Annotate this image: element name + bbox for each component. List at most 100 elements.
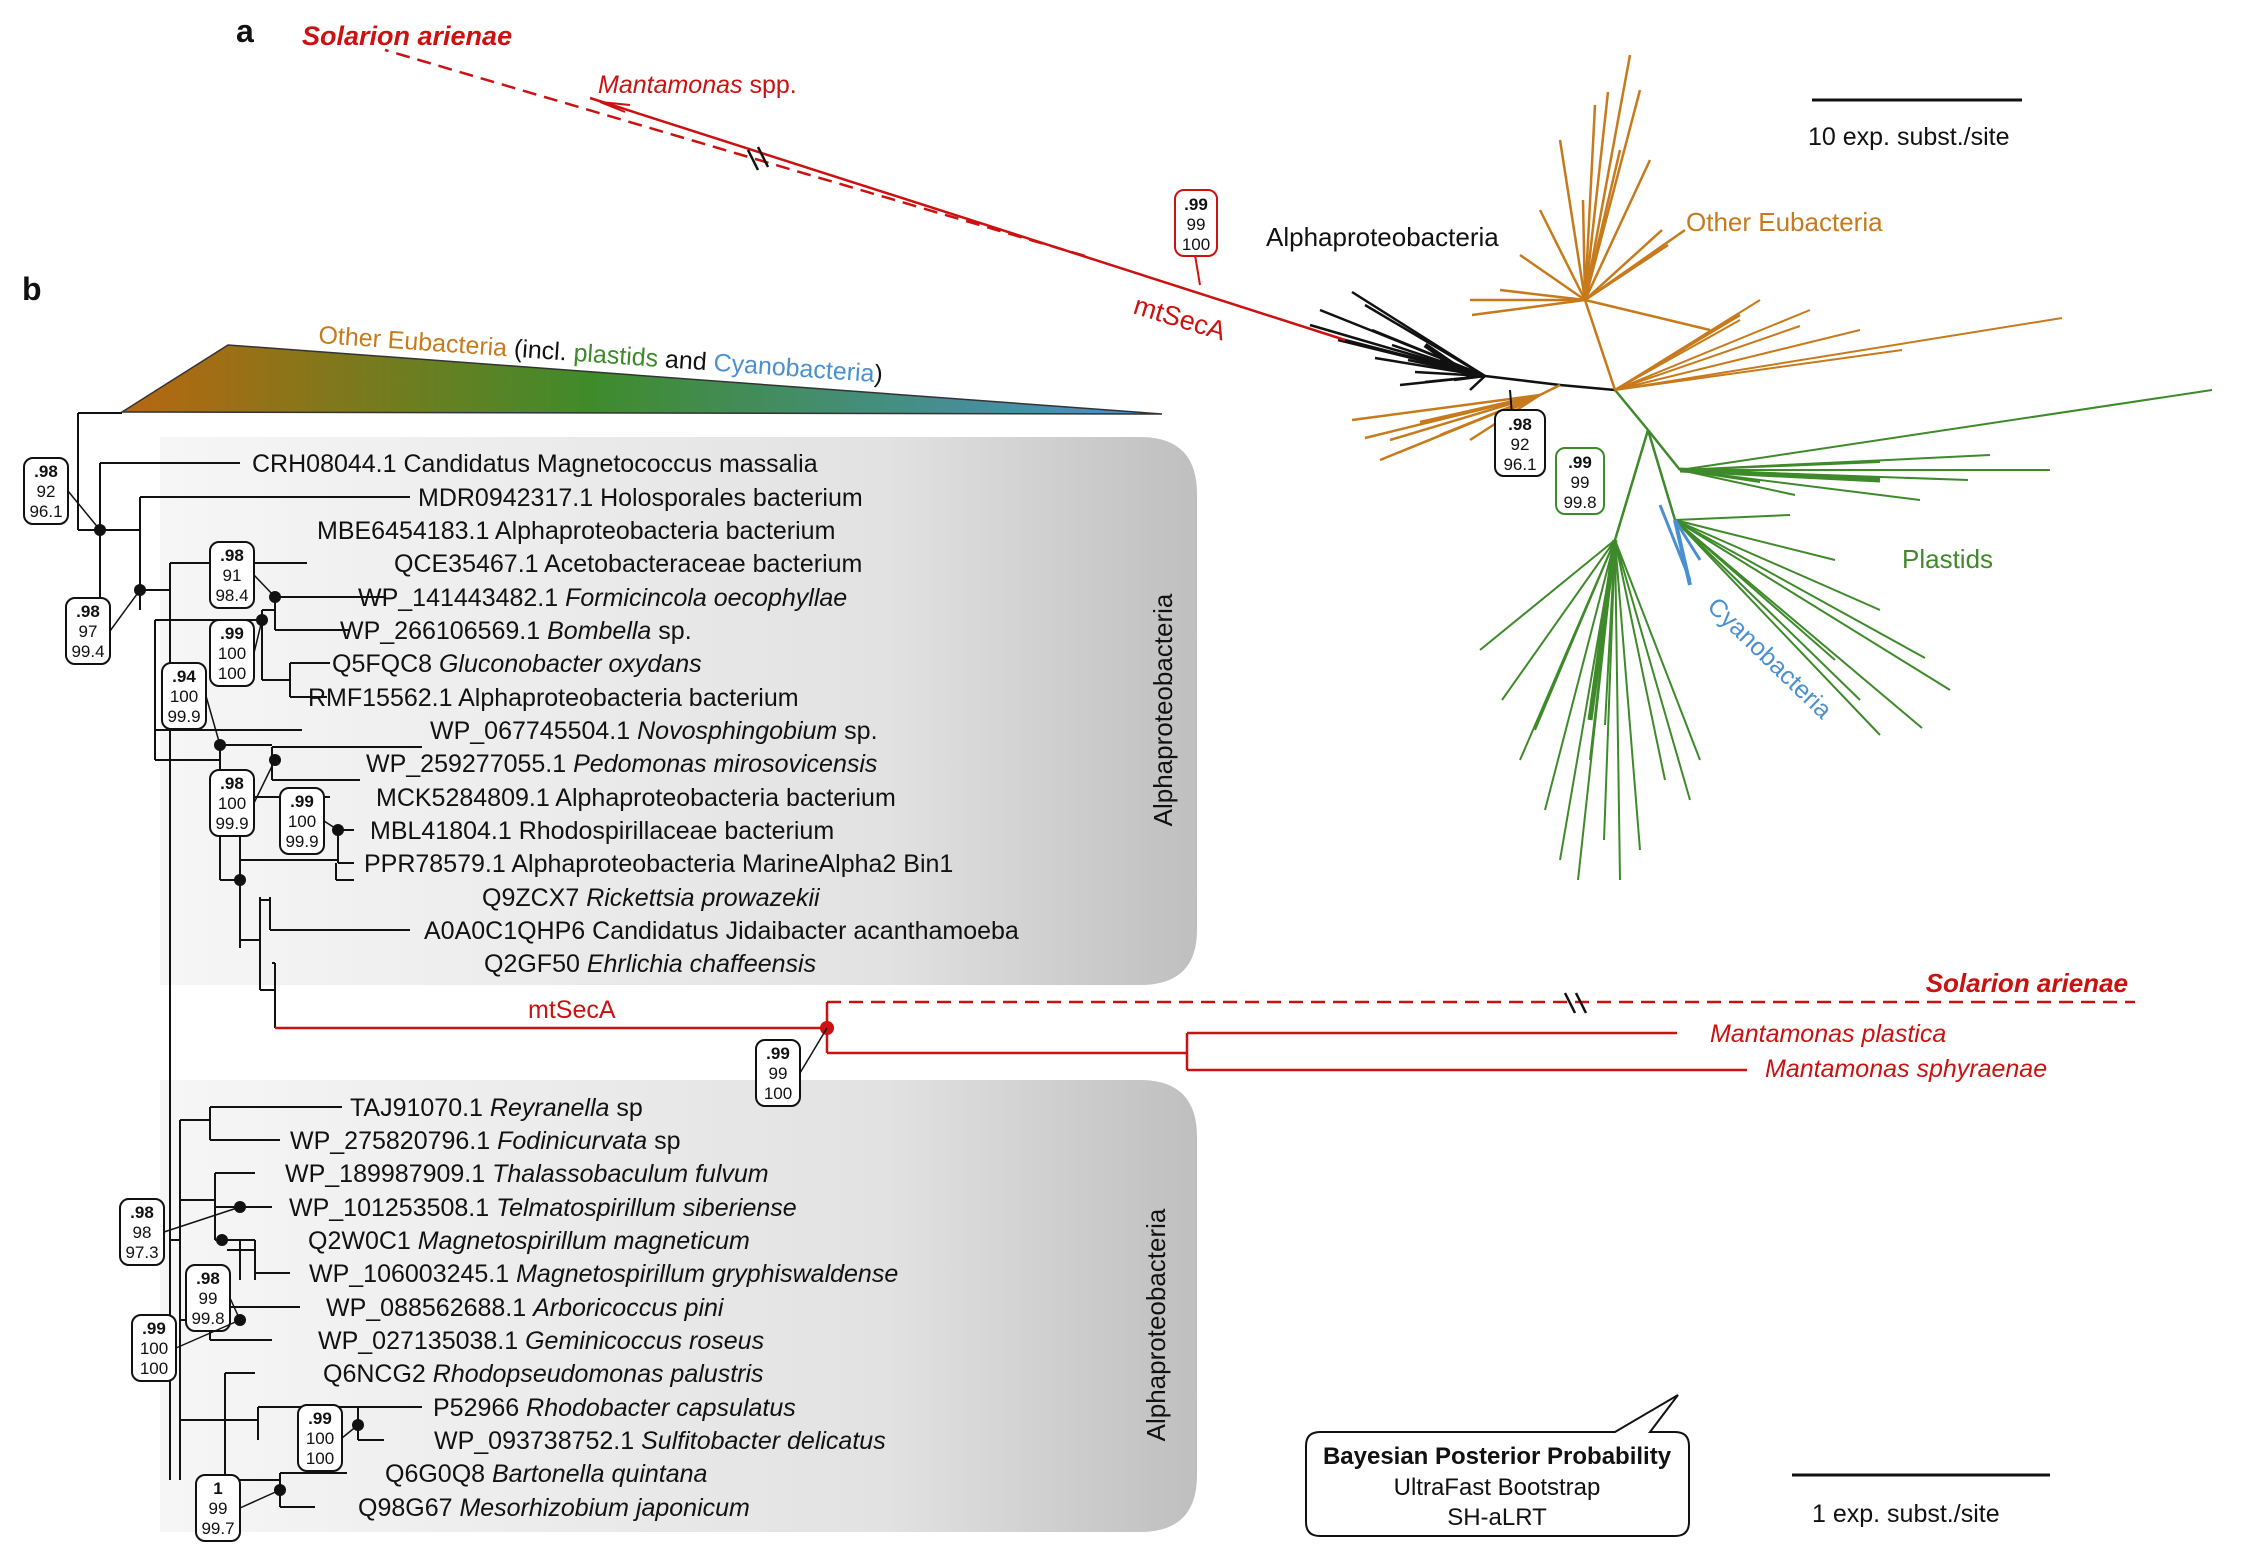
taxon-label: WP_067745504.1 Novosphingobium sp. xyxy=(430,717,878,745)
a-branch xyxy=(1614,317,2063,391)
a-branch xyxy=(1519,253,1586,302)
a-branch xyxy=(1453,374,1486,382)
a-branch xyxy=(1673,519,1702,561)
b-scale-label: 1 exp. subst./site xyxy=(1812,1500,2000,1528)
panel-letter-b: b xyxy=(22,271,42,307)
a-mtseca-branch xyxy=(589,96,1346,342)
a-branch xyxy=(1364,303,1486,378)
svg-text:1: 1 xyxy=(213,1479,222,1498)
svg-text:.98: .98 xyxy=(34,462,58,481)
a-branch xyxy=(1674,519,1881,611)
svg-text:.99: .99 xyxy=(1184,195,1208,214)
taxon-label: Q9ZCX7 Rickettsia prowazekii xyxy=(482,884,821,912)
svg-text:100: 100 xyxy=(306,1429,334,1448)
a-branch xyxy=(1584,229,1663,301)
taxon-label: Q2W0C1 Magnetospirillum magneticum xyxy=(308,1227,750,1255)
panel-b-rooted-tree: Other Eubacteria (incl. plastids and Cya… xyxy=(23,321,2135,1542)
taxon-label: WP_106003245.1 Magnetospirillum gryphisw… xyxy=(309,1260,898,1288)
svg-text:99: 99 xyxy=(199,1289,218,1308)
svg-text:100: 100 xyxy=(140,1359,168,1378)
taxon-label: WP_093738752.1 Sulfitobacter delicatus xyxy=(434,1427,886,1455)
b-alpha-box-lower xyxy=(160,1080,1197,1532)
a-branch xyxy=(1614,389,1649,431)
a-branch xyxy=(1614,539,1621,881)
b-collapsed-wedge xyxy=(119,344,1163,415)
a-branch xyxy=(1584,243,1669,302)
b-break-mark-2 xyxy=(1574,992,1588,1014)
a-branch xyxy=(1584,298,1711,332)
a-branch xyxy=(1583,159,1652,301)
b-label-mantamonas-plastica: Mantamonas plastica xyxy=(1710,1020,1946,1048)
a-branch xyxy=(1613,429,1650,541)
svg-text:.99: .99 xyxy=(220,624,244,643)
legend-title: Bayesian Posterior Probability xyxy=(1323,1443,1672,1470)
b-support-values: .989296.1.989799.4.989198.4.99100100.941… xyxy=(23,457,828,1542)
svg-text:99.9: 99.9 xyxy=(215,814,248,833)
svg-text:.99: .99 xyxy=(290,792,314,811)
svg-text:99: 99 xyxy=(1571,473,1590,492)
b-label-mantamonas-sphyraenae: Mantamonas sphyraenae xyxy=(1765,1055,2047,1083)
svg-text:98: 98 xyxy=(133,1223,152,1242)
a-branch xyxy=(1614,539,1701,761)
a-branch xyxy=(1544,539,1616,811)
svg-text:99: 99 xyxy=(1187,215,1206,234)
a-branch xyxy=(1647,429,1681,471)
svg-text:91: 91 xyxy=(223,566,242,585)
svg-text:97.3: 97.3 xyxy=(125,1243,158,1262)
a-branch xyxy=(1423,342,1472,379)
a-branch xyxy=(1674,519,1836,561)
svg-text:.94: .94 xyxy=(172,667,196,686)
a-branch xyxy=(1583,149,1622,301)
taxon-label: WP_088562688.1 Arboricoccus pini xyxy=(326,1294,725,1322)
a-branch xyxy=(1646,429,1677,521)
a-mantamonas-branch-2 xyxy=(599,101,626,113)
panel-a-unrooted-tree: Solarion arienae Mantamonas spp. mtSecA … xyxy=(302,21,2213,881)
a-mantamonas-branch-1 xyxy=(599,101,631,106)
a-support-plastids: .99 99 99.8 xyxy=(1555,447,1605,515)
svg-text:.98: .98 xyxy=(220,774,244,793)
a-branch xyxy=(1379,393,1541,462)
svg-text:.98: .98 xyxy=(76,602,100,621)
a-break-mark-1 xyxy=(746,149,760,171)
svg-text:.99: .99 xyxy=(766,1044,790,1063)
taxon-label: WP_259277055.1 Pedomonas mirosovicensis xyxy=(366,750,877,778)
a-branch xyxy=(1499,288,1586,302)
svg-text:99.4: 99.4 xyxy=(71,642,104,661)
a-branch xyxy=(1583,104,1597,301)
b-label-mtseca: mtSecA xyxy=(528,996,616,1024)
taxon-label: WP_027135038.1 Geminicoccus roseus xyxy=(318,1327,764,1355)
a-branch xyxy=(1614,313,1741,392)
b-alpha-box-label-upper: Alphaproteobacteria xyxy=(1148,593,1178,826)
a-branch xyxy=(1351,393,1541,422)
taxon-label: MBE6454183.1 Alphaproteobacteria bacteri… xyxy=(317,517,835,545)
a-branch xyxy=(1614,329,1861,391)
svg-text:100: 100 xyxy=(218,644,246,663)
b-label-solarion: Solarion arienae xyxy=(1926,968,2128,998)
taxon-label: RMF15562.1 Alphaproteobacteria bacterium xyxy=(308,684,799,712)
taxon-label: MCK5284809.1 Alphaproteobacteria bacteri… xyxy=(376,784,896,812)
taxon-label: P52966 Rhodobacter capsulatus xyxy=(433,1394,796,1422)
node-dot xyxy=(216,1234,228,1246)
taxon-label: WP_275820796.1 Fodinicurvata sp xyxy=(290,1127,681,1155)
taxon-label: WP_266106569.1 Bombella sp. xyxy=(340,617,692,645)
a-branch xyxy=(1469,375,1486,391)
a-label-mantamonas: Mantamonas spp. xyxy=(598,71,797,99)
svg-text:99.8: 99.8 xyxy=(1563,493,1596,512)
taxon-label: WP_189987909.1 Thalassobaculum fulvum xyxy=(285,1160,769,1188)
node-dot xyxy=(234,874,246,886)
a-branch xyxy=(1674,519,1881,736)
taxon-label: WP_141443482.1 Formicincola oecophyllae xyxy=(358,584,847,612)
svg-text:.98: .98 xyxy=(1508,415,1532,434)
taxon-label: CRH08044.1 Candidatus Magnetococcus mass… xyxy=(252,450,818,478)
svg-text:96.1: 96.1 xyxy=(29,502,62,521)
legend-line-3: SH-aLRT xyxy=(1447,1504,1547,1531)
svg-text:100: 100 xyxy=(170,687,198,706)
svg-text:.98: .98 xyxy=(196,1269,220,1288)
a-branch xyxy=(1658,504,1692,581)
